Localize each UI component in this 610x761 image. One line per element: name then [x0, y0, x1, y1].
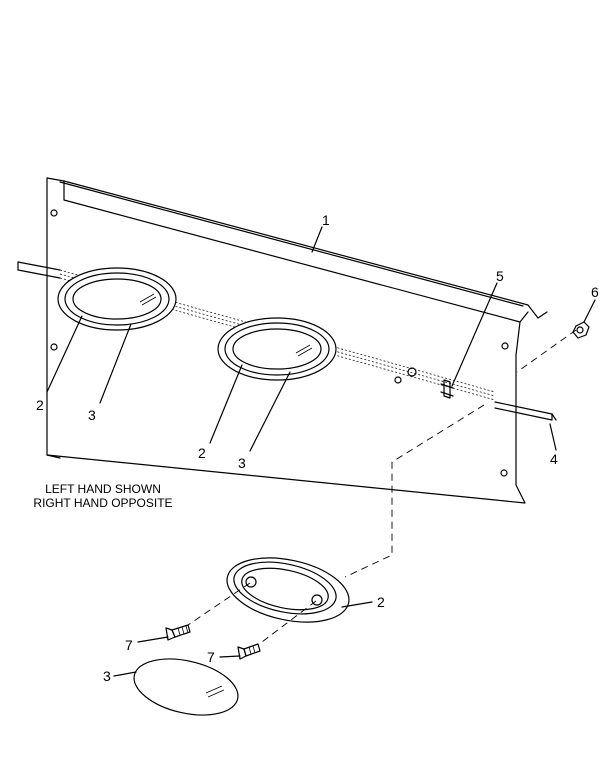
installed-lamp-right: [217, 317, 337, 381]
callout-3: 3: [88, 407, 96, 423]
exploded-lamp-housing: [226, 557, 350, 623]
note-line-2: RIGHT HAND OPPOSITE: [33, 496, 173, 510]
callout-5: 5: [496, 268, 504, 284]
note-line-1: LEFT HAND SHOWN: [45, 482, 161, 496]
callout-6: 6: [591, 284, 599, 300]
callout-3: 3: [103, 668, 111, 684]
screw-upper: [165, 624, 191, 641]
callout-1: 1: [322, 212, 330, 228]
orientation-note: LEFT HAND SHOWN RIGHT HAND OPPOSITE: [18, 482, 188, 510]
exploded-lens: [133, 658, 239, 716]
callout-7: 7: [125, 637, 133, 653]
assembly-lines: [187, 329, 577, 646]
installed-lamp-left: [57, 267, 177, 331]
callout-7: 7: [207, 649, 215, 665]
callouts: 1 2 3 2 3 5 6 4 2 7 7 3: [36, 212, 599, 684]
callout-2: 2: [198, 445, 206, 461]
callout-2: 2: [36, 397, 44, 413]
leader-lines: [46, 226, 596, 677]
screw-lower: [237, 643, 261, 660]
bracket-panel: [46, 177, 548, 504]
callout-3: 3: [238, 455, 246, 471]
callout-2: 2: [377, 594, 385, 610]
clip: [440, 379, 454, 399]
callout-4: 4: [550, 451, 558, 467]
